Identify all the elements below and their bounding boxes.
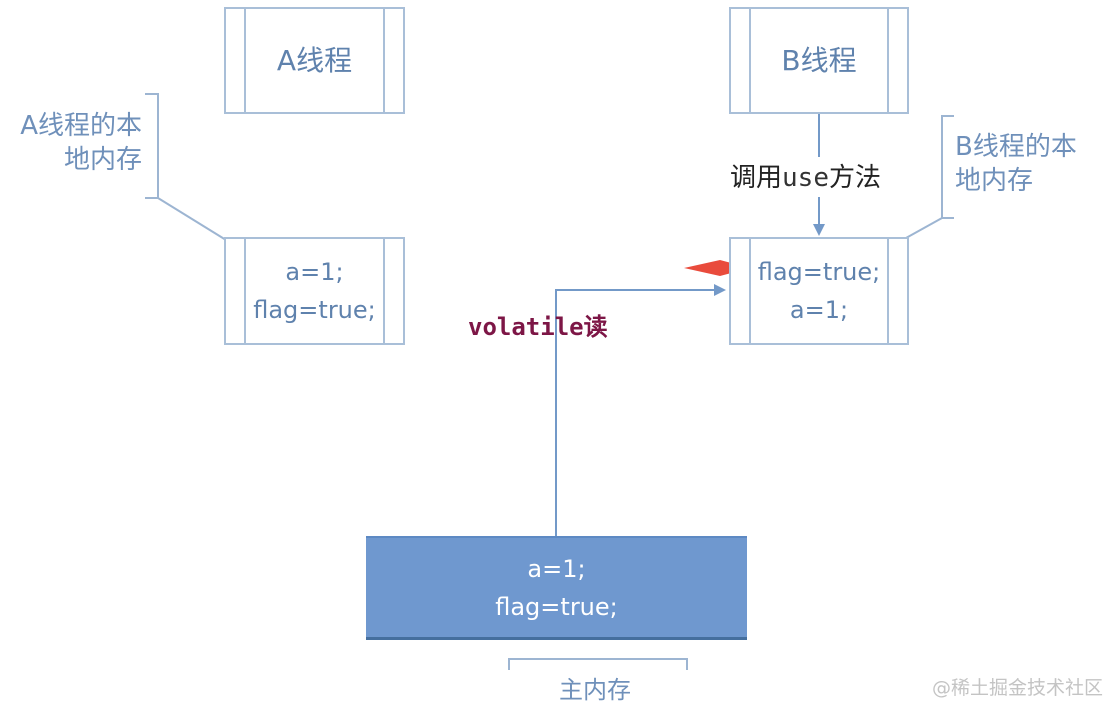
thread-a-local-memory-box: a=1; flag=true;: [224, 237, 405, 345]
thread-a-local-memory-label-line-1: A线程的本: [20, 111, 142, 141]
a-local-memory-pointer-line: [157, 197, 227, 241]
watermark: @稀土掘金技术社区: [932, 677, 1104, 699]
thread-b-memory-flag-value: flag=true;: [757, 258, 881, 286]
main-memory-a-value: a=1;: [527, 554, 586, 583]
thread-b-local-memory-label-line-2: 地内存: [955, 166, 1034, 196]
volatile-read-label: volatile读: [468, 313, 608, 341]
thread-b-local-memory-values: flag=true; a=1;: [731, 239, 907, 343]
thread-a-local-memory-values: a=1; flag=true;: [226, 239, 403, 343]
b-local-memory-bracket: [941, 115, 954, 219]
thread-b-local-memory-label-line-1: B线程的本: [955, 132, 1077, 162]
main-memory-bracket: [508, 658, 688, 670]
main-memory-flag-value: flag=true;: [495, 592, 618, 621]
thread-a-title: A线程: [276, 43, 353, 77]
thread-b-title: B线程: [781, 43, 857, 77]
call-code-use: use: [782, 163, 829, 193]
volatile-read-arrow: [555, 284, 726, 536]
a-local-memory-bracket: [145, 93, 159, 199]
thread-b-memory-a-value: a=1;: [789, 296, 849, 324]
thread-b-box: B线程: [729, 7, 909, 114]
thread-b-local-memory-label: B线程的本 地内存: [955, 130, 1077, 198]
b-local-memory-pointer-line: [905, 217, 943, 239]
main-memory-values: a=1; flag=true;: [366, 538, 747, 637]
call-suffix: 方法: [828, 163, 881, 193]
thread-a-local-memory-label-line-2: 地内存: [63, 145, 142, 175]
main-memory-box: a=1; flag=true;: [366, 536, 747, 640]
main-memory-label: 主内存: [559, 676, 631, 704]
call-use-method-label: 调用use方法: [730, 160, 881, 196]
thread-a-local-memory-label: A线程的本 地内存: [8, 109, 142, 177]
call-prefix: 调用: [730, 163, 783, 193]
thread-b-local-memory-box: flag=true; a=1;: [729, 237, 909, 345]
thread-a-memory-a-value: a=1;: [285, 258, 344, 286]
thread-a-memory-flag-value: flag=true;: [253, 296, 376, 324]
thread-a-box: A线程: [224, 7, 405, 114]
